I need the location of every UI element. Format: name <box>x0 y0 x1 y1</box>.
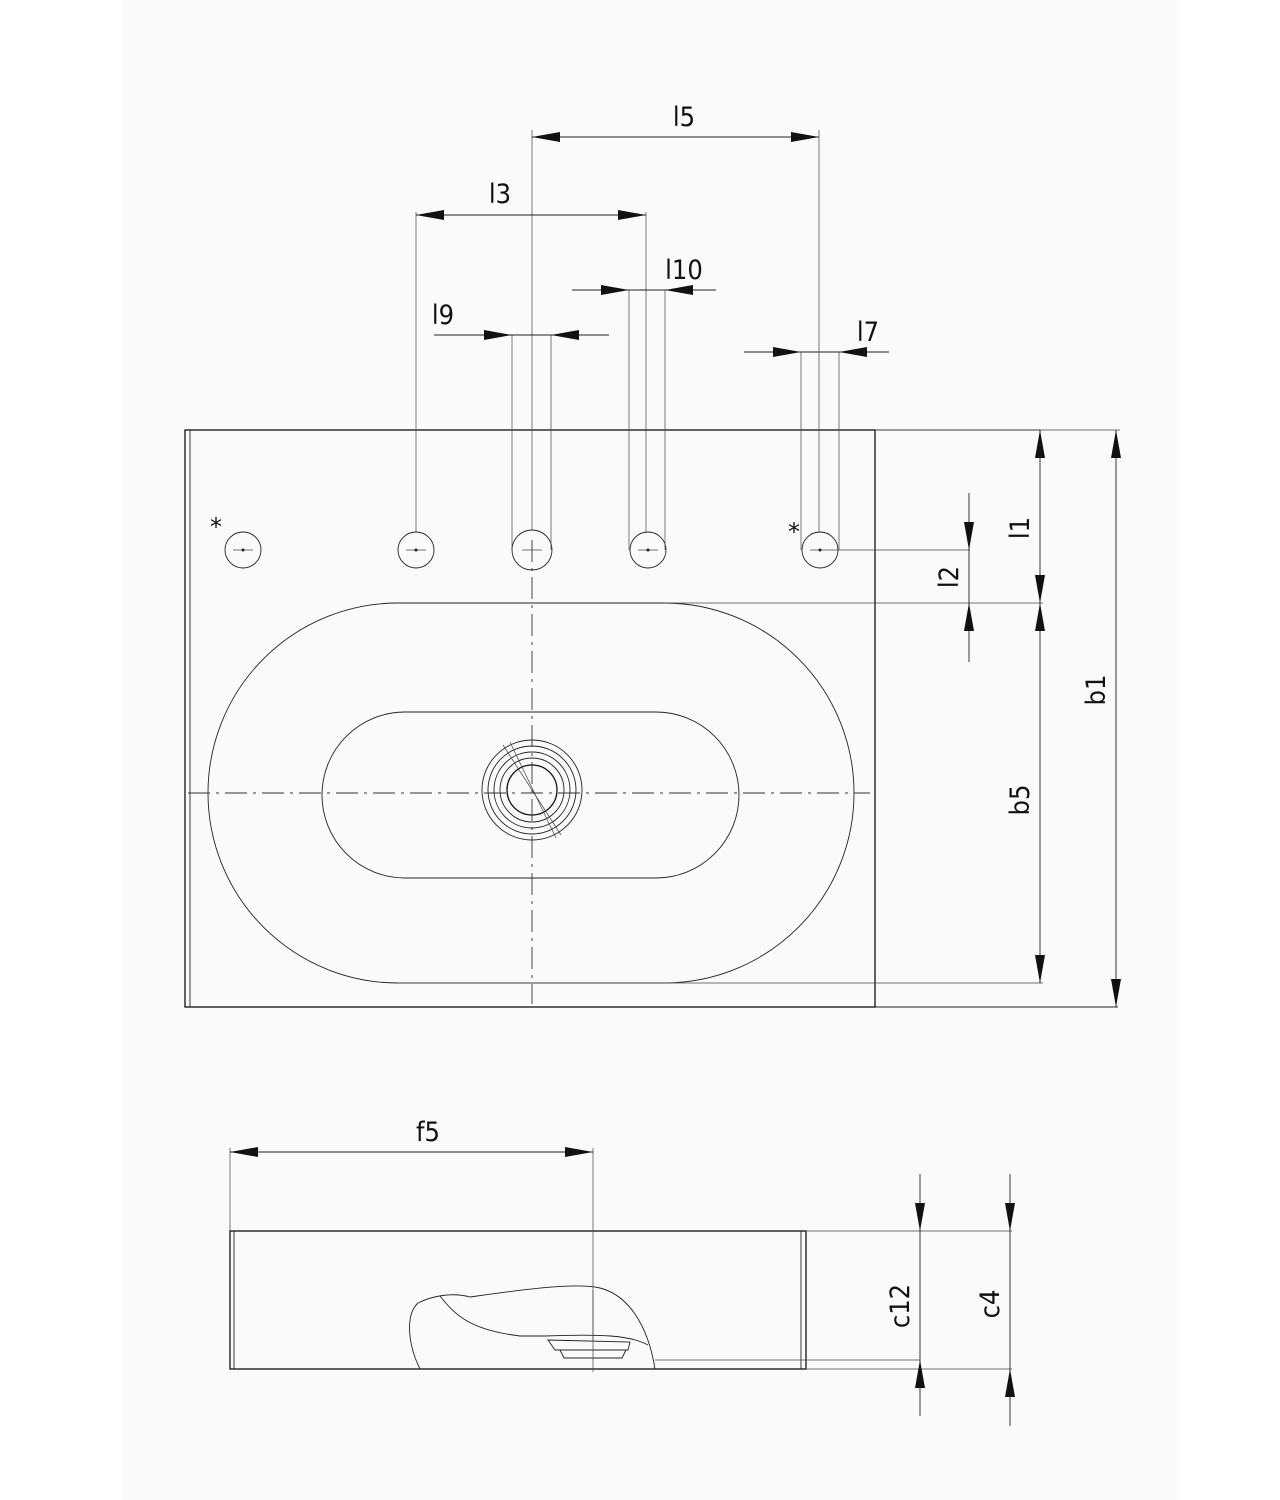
dim-l10: l10 <box>665 255 703 286</box>
top-view: * * l5 l3 l10 l9 <box>184 102 1121 1008</box>
tap-hole-4 <box>629 531 667 569</box>
dim-c4: c4 <box>975 1290 1006 1319</box>
basin-outline <box>184 429 876 1008</box>
drawing-sheet <box>122 0 1180 1500</box>
tap-hole-2 <box>397 531 435 569</box>
tap-hole-left <box>224 531 262 569</box>
marker-right: * <box>788 518 800 546</box>
dim-l2: l2 <box>934 566 965 588</box>
side-view: f5 c12 c4 <box>229 1117 1015 1426</box>
dim-l5: l5 <box>673 102 695 133</box>
dim-l1: l1 <box>1005 517 1036 539</box>
bowl-section <box>409 1285 656 1370</box>
tap-hole-3 <box>511 529 553 571</box>
inner-basin <box>321 711 740 879</box>
dim-l9: l9 <box>432 300 454 331</box>
tap-hole-right <box>801 531 970 569</box>
dim-l3: l3 <box>489 179 511 210</box>
dim-b5: b5 <box>1005 785 1036 816</box>
dim-l7: l7 <box>857 317 879 348</box>
side-outline <box>229 1230 807 1370</box>
dim-f5: f5 <box>416 1117 440 1148</box>
marker-left: * <box>210 513 222 541</box>
dim-b1: b1 <box>1081 675 1112 706</box>
dim-c12: c12 <box>885 1284 916 1328</box>
